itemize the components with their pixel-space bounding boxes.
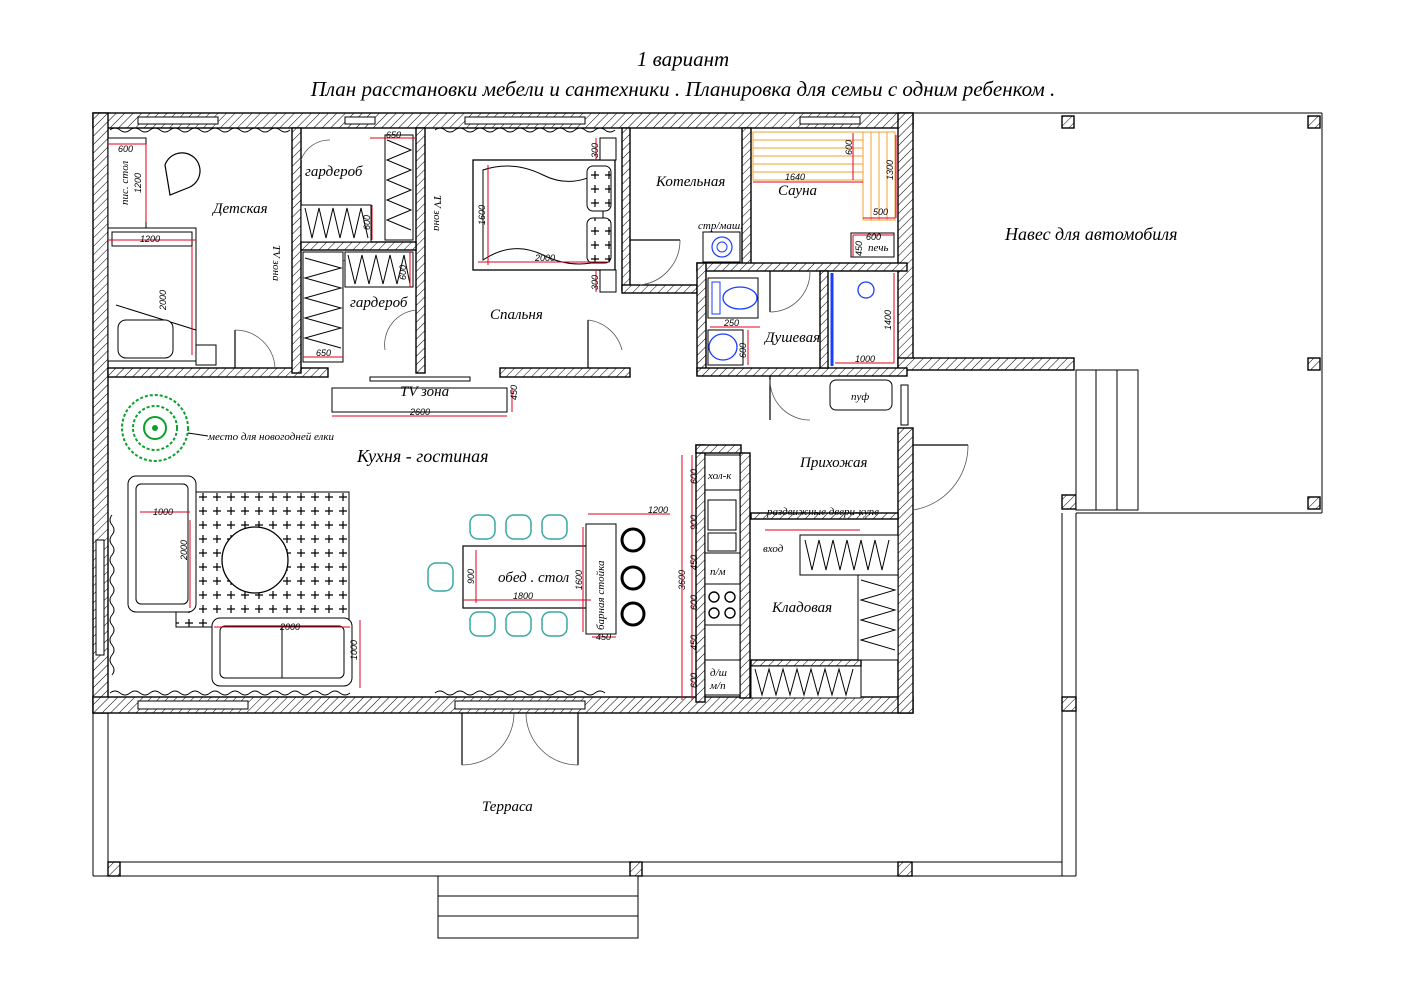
sauna-benches	[752, 131, 897, 258]
room-nursery: Детская	[211, 201, 268, 217]
living-sofas	[127, 475, 361, 688]
dim-600-sauna: 600	[844, 140, 854, 155]
terrace-outline	[92, 494, 1077, 939]
tree-spot-label: место для новогодней елки	[207, 431, 334, 443]
dim-300-nightstand-1: 300	[590, 143, 600, 158]
dim-1400-shower: 1400	[883, 310, 893, 330]
dim-600-stove: 600	[689, 595, 699, 610]
dim-1640-sauna: 1640	[785, 172, 805, 182]
room-wardrobe-2: гардероб	[350, 295, 408, 311]
dim-1300-sauna: 1300	[885, 160, 895, 180]
dim-600-wardrobe-1: 600	[362, 215, 372, 230]
outer-walls	[92, 112, 1075, 714]
fridge-label: хол-к	[707, 470, 732, 482]
dim-900-sink: 900	[689, 515, 699, 530]
desk-label: пис. стол	[119, 161, 131, 205]
washer-label: стр/маш.	[698, 220, 743, 232]
dim-1200-desk: 1200	[133, 173, 143, 193]
dim-600-oven: 600	[689, 673, 699, 688]
tv-zone-label: TV зона	[400, 384, 449, 400]
dim-250-shower: 250	[723, 318, 739, 328]
dim-1000-sofa-2: 1000	[349, 640, 359, 660]
dim-450-dw: 450	[689, 635, 699, 650]
stove-label: печь	[868, 242, 889, 254]
hallway-furniture	[750, 379, 899, 699]
dining-table-label: обед . стол	[498, 570, 570, 586]
wardrobe-1	[300, 134, 416, 243]
bedroom-furniture	[472, 137, 617, 293]
dim-450-tv: 450	[509, 385, 519, 400]
microwave-label: п/м	[710, 566, 726, 578]
dim-600-desk: 600	[118, 144, 133, 154]
dim-1600-bed: 1600	[477, 205, 487, 225]
title-line-1: 1 вариант	[637, 47, 729, 71]
carport-outline	[913, 112, 1323, 514]
room-sauna: Сауна	[778, 183, 817, 199]
dim-2000-bed: 2000	[158, 290, 168, 311]
dim-1200-bar: 1200	[648, 505, 668, 515]
interior-walls	[107, 127, 908, 703]
dishwasher-label: м/п	[709, 680, 726, 692]
room-wardrobe-1: гардероб	[305, 164, 363, 180]
dim-3600-kitchen: 3600	[677, 570, 687, 590]
dim-600-wardrobe-2: 600	[398, 265, 408, 280]
tv-stand	[331, 376, 513, 417]
dim-2600-tv: 2600	[409, 407, 430, 417]
dim-2000-sofa: 2000	[179, 540, 189, 561]
title-line-2: План расстановки мебели и сантехники . П…	[310, 77, 1056, 101]
kitchen-cabinets	[681, 454, 741, 700]
dim-1000-sofa: 1000	[153, 507, 173, 517]
dim-650-wardrobe-2: 650	[316, 348, 331, 358]
room-terrace: Терраса	[482, 799, 533, 815]
sliding-doors-label: раздвижные двери-купе	[766, 506, 879, 518]
dim-1600-bar: 1600	[574, 570, 584, 590]
dim-900-table: 900	[466, 569, 476, 584]
dim-1800-table: 1800	[513, 591, 533, 601]
dim-450-bar: 450	[596, 632, 611, 642]
dim-650-wardrobe-1: 650	[386, 130, 401, 140]
entrance-label: вход	[763, 543, 784, 555]
dim-450-stove: 450	[854, 241, 864, 256]
dim-600-fridge: 600	[689, 469, 699, 484]
washing-machine	[702, 231, 741, 263]
dim-2000-sofa-2: 2000	[279, 622, 300, 632]
christmas-tree-icon	[121, 394, 209, 462]
dim-450-mw: 450	[689, 555, 699, 570]
dining-set	[427, 513, 670, 638]
shower-room-fixtures	[707, 273, 895, 366]
dim-2000-bed-main: 2000	[534, 253, 555, 263]
dim-600-shower: 600	[738, 343, 748, 358]
dim-1000-shower: 1000	[855, 354, 875, 364]
dim-1200-bed: 1200	[140, 234, 160, 244]
doors	[234, 139, 969, 766]
pouf-label: пуф	[851, 391, 869, 403]
room-pantry: Кладовая	[771, 600, 832, 616]
room-shower: Душевая	[763, 330, 820, 346]
dim-600-stove: 600	[866, 232, 881, 242]
room-hallway: Прихожая	[799, 455, 867, 471]
tv-zone-label-bedroom: TV зона	[431, 195, 443, 231]
curtains	[109, 127, 616, 696]
dim-300-nightstand-2: 300	[590, 275, 600, 290]
bar-counter-label: барная стойка	[595, 560, 607, 630]
nursery-furniture	[107, 137, 217, 366]
wardrobe-2	[302, 251, 414, 363]
tv-zone-label-nursery: TV зона	[270, 245, 282, 281]
room-carport: Навес для автомобиля	[1004, 224, 1178, 244]
room-kitchen-living: Кухня - гостиная	[356, 446, 489, 466]
dim-500-sauna: 500	[873, 207, 888, 217]
room-boiler: Котельная	[655, 174, 725, 190]
room-bedroom: Спальня	[490, 307, 543, 323]
oven-label: д/ш	[710, 667, 727, 679]
